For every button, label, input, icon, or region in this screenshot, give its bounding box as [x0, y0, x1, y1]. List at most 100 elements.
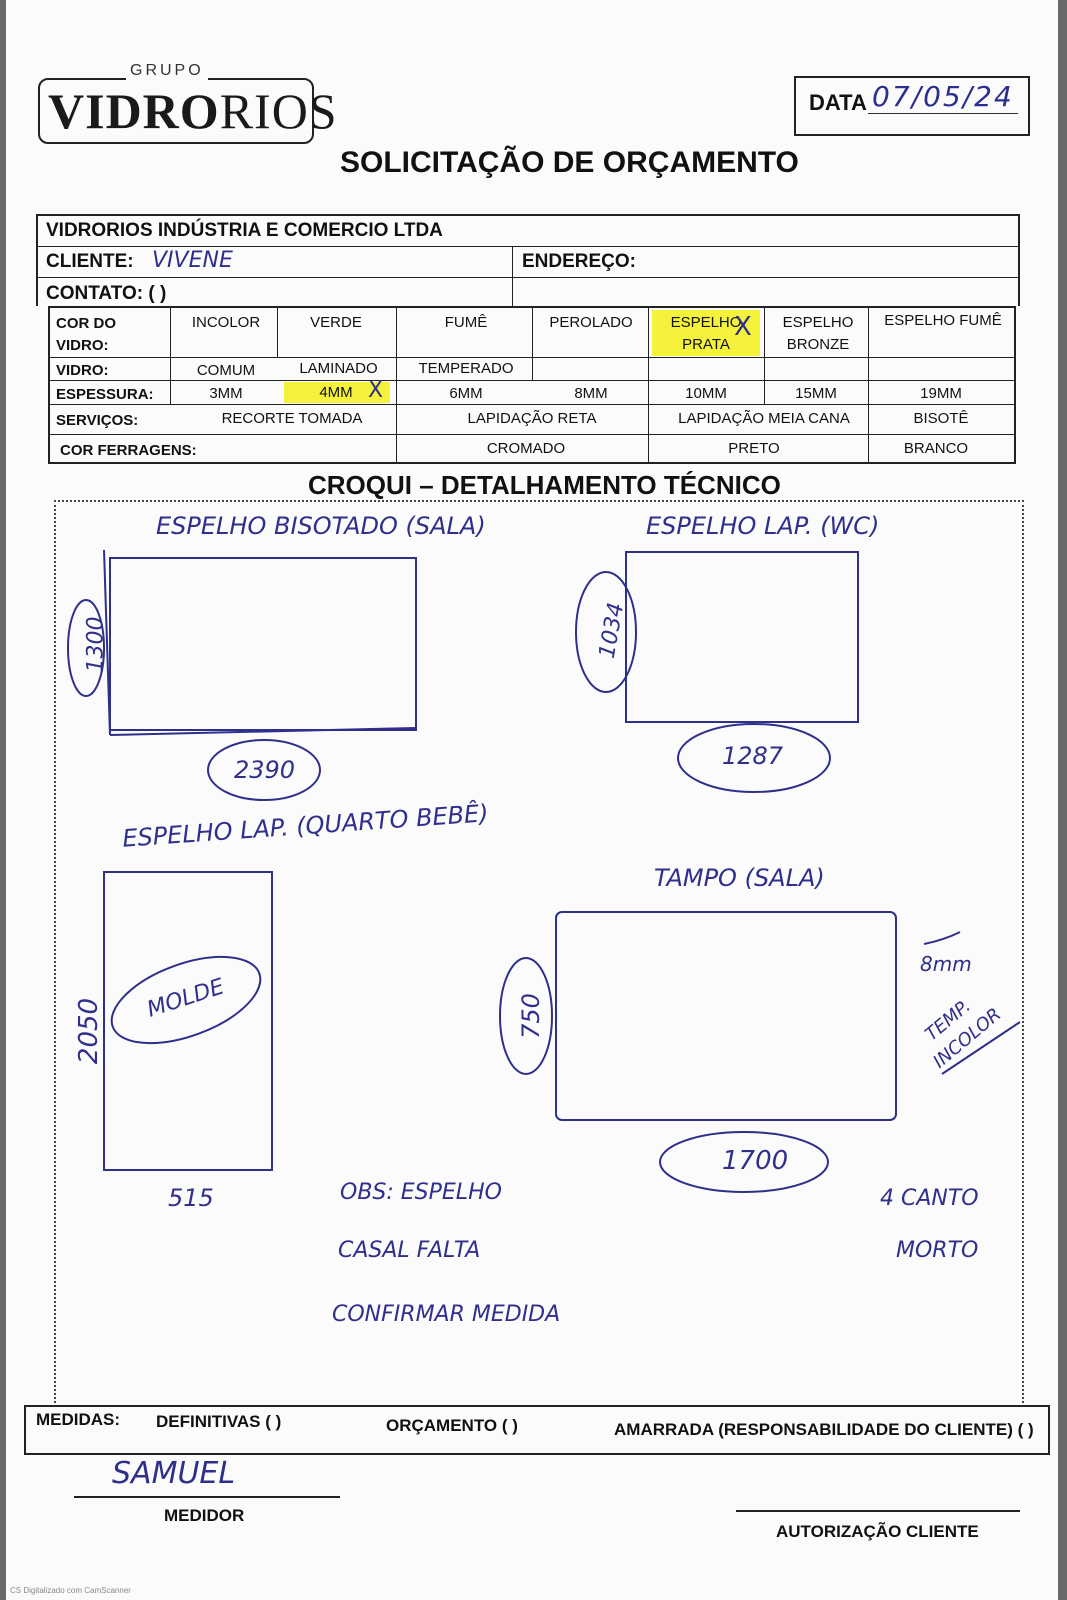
piece-1-edge — [109, 727, 417, 736]
piece-2-label: ESPELHO LAP. (WC) — [646, 512, 880, 540]
service-bisote[interactable]: BISOTÊ — [913, 410, 969, 427]
type-option-laminado[interactable]: LAMINADO — [299, 360, 378, 377]
piece-4-width: 1700 — [722, 1146, 789, 1176]
croqui-title: CROQUI – DETALHAMENTO TÉCNICO — [308, 470, 781, 500]
table-line — [648, 306, 649, 464]
address-label: ENDEREÇO: — [522, 251, 637, 272]
piece-1-width: 2390 — [234, 756, 296, 784]
table-border-left-upper — [36, 214, 38, 306]
thickness-option-6mm[interactable]: 6MM — [449, 385, 483, 402]
client-label: CLIENTE: — [46, 251, 134, 272]
measures-label: MEDIDAS: — [36, 1410, 121, 1429]
table-line — [532, 306, 533, 380]
piece-3-outline — [103, 871, 273, 1171]
thickness-option-3mm[interactable]: 3MM — [209, 385, 243, 402]
hardware-option-cromado[interactable]: CROMADO — [486, 440, 566, 457]
thickness-option-10mm[interactable]: 10MM — [685, 385, 727, 402]
table-line — [764, 306, 765, 380]
piece-4-corner-note-1: 4 CANTO — [880, 1186, 979, 1211]
piece-4-label: TAMPO (SALA) — [654, 864, 825, 892]
color-option-espelho-bronze[interactable]: ESPELHO BRONZE — [782, 314, 854, 353]
table-line — [170, 306, 171, 404]
authorization-line — [736, 1510, 1020, 1512]
glass-color-label: COR DO — [56, 315, 116, 332]
logo-brand-bold: VIDRO — [48, 83, 220, 139]
check-mark-color: X — [734, 312, 752, 342]
date-label: DATA — [809, 90, 867, 115]
table-border-right — [1014, 306, 1016, 464]
piece-4-outline — [555, 911, 897, 1121]
obs-line-3: CONFIRMAR MEDIDA — [332, 1302, 561, 1327]
type-option-comum[interactable]: COMUM — [196, 362, 256, 379]
piece-1-edge — [103, 549, 111, 736]
client-value: VIVENE — [152, 248, 233, 273]
contact-label: CONTATO: ( ) — [46, 283, 167, 304]
table-border-left — [48, 306, 50, 464]
measures-budget[interactable]: ORÇAMENTO ( ) — [386, 1416, 518, 1435]
highlight-espelho-prata — [652, 310, 760, 356]
service-lapidacao-reta[interactable]: LAPIDAÇÃO RETA — [467, 410, 597, 427]
measures-tied[interactable]: AMARRADA (RESPONSABILIDADE DO CLIENTE) (… — [614, 1420, 1034, 1439]
service-recorte-tomada[interactable]: RECORTE TOMADA — [221, 410, 363, 427]
page-title: SOLICITAÇÃO DE ORÇAMENTO — [340, 146, 799, 179]
color-option-espelho-prata[interactable]: ESPELHO PRATA — [670, 314, 742, 353]
measurer-label: MEDIDOR — [164, 1506, 245, 1525]
hardware-option-branco[interactable]: BRANCO — [903, 440, 969, 457]
piece-4-height-oval — [499, 957, 553, 1075]
logo-group-text: GRUPO — [126, 62, 208, 80]
thickness-option-15mm[interactable]: 15MM — [795, 385, 837, 402]
hardware-option-preto[interactable]: PRETO — [728, 440, 780, 457]
table-line — [764, 380, 765, 404]
date-value: 07/05/24 — [868, 80, 1018, 114]
measurer-signature: SAMUEL — [112, 1456, 236, 1491]
table-line — [36, 246, 1020, 247]
sketch-drawing — [67, 549, 1021, 1193]
color-option-espelho-fume[interactable]: ESPELHO FUMÊ — [884, 312, 1002, 329]
table-border-right-upper — [1018, 214, 1020, 306]
color-option-fume[interactable]: FUMÊ — [444, 314, 488, 331]
piece-2-width: 1287 — [722, 742, 784, 770]
logo: VIDRORIOS — [48, 82, 338, 140]
table-line — [868, 306, 869, 464]
piece-4-height: 750 — [516, 993, 545, 1039]
side-note-underline — [941, 1021, 1021, 1075]
piece-1-width-oval — [207, 739, 321, 801]
color-option-perolado[interactable]: PEROLADO — [549, 314, 633, 331]
service-lapidacao-meia-cana[interactable]: LAPIDAÇÃO MEIA CANA — [678, 410, 850, 427]
glass-type-label: VIDRO: — [56, 362, 109, 379]
thickness-option-4mm[interactable]: 4MM — [319, 384, 353, 401]
thickness-option-19mm[interactable]: 19MM — [920, 385, 962, 402]
croqui-area — [54, 500, 1024, 1407]
table-line — [512, 246, 513, 308]
piece-4-side-note-1: 8mm — [920, 952, 972, 976]
thickness-option-8mm[interactable]: 8MM — [574, 385, 608, 402]
piece-3-height: 2050 — [74, 997, 105, 1065]
piece-1-outline — [109, 557, 417, 731]
piece-1-height: 1300 — [83, 616, 109, 673]
piece-2-outline — [625, 551, 859, 723]
piece-4-width-oval — [659, 1131, 829, 1193]
highlight-4mm — [284, 382, 390, 403]
color-option-incolor[interactable]: INCOLOR — [191, 314, 261, 331]
measurer-line — [74, 1496, 340, 1498]
piece-4-corner-note-2: MORTO — [896, 1238, 979, 1263]
table-line — [396, 306, 397, 464]
table-line — [36, 277, 1020, 278]
services-label: SERVIÇOS: — [56, 412, 139, 429]
obs-line-1: OBS: ESPELHO — [340, 1180, 502, 1205]
check-mark-thickness: X — [368, 378, 384, 403]
table-line — [48, 434, 1016, 435]
form-sheet: GRUPO VIDRORIOS DATA 07/05/24 SOLICITAÇÃ… — [6, 0, 1058, 1600]
table-line — [48, 380, 1016, 381]
table-border-top — [36, 214, 1020, 216]
measures-definitive[interactable]: DEFINITIVAS ( ) — [156, 1412, 282, 1431]
measures-box — [24, 1405, 1050, 1455]
color-option-verde[interactable]: VERDE — [310, 314, 362, 331]
table-border-bottom — [48, 462, 1016, 464]
piece-3-note-oval — [110, 955, 262, 1045]
piece-2-height-oval — [575, 571, 637, 693]
type-option-temperado[interactable]: TEMPERADO — [418, 360, 514, 377]
authorization-label: AUTORIZAÇÃO CLIENTE — [776, 1522, 979, 1541]
obs-line-2: CASAL FALTA — [338, 1238, 481, 1263]
piece-3-width: 515 — [168, 1184, 214, 1212]
